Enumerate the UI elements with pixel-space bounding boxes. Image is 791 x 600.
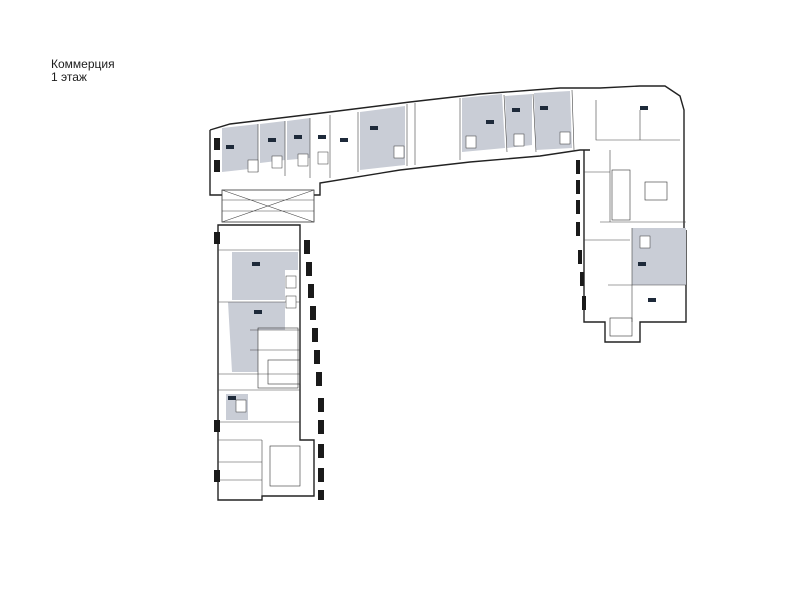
unit-4[interactable] bbox=[360, 106, 405, 170]
unit-tags bbox=[226, 106, 656, 400]
floor-label: 1 этаж bbox=[51, 70, 87, 84]
plan-title: Коммерция 1 этаж bbox=[51, 58, 115, 84]
unit-9[interactable] bbox=[232, 252, 298, 300]
left-wing bbox=[217, 224, 315, 501]
unit-10[interactable] bbox=[228, 302, 285, 372]
columns bbox=[214, 138, 586, 500]
unit-6[interactable] bbox=[505, 94, 532, 148]
top-wing bbox=[209, 85, 685, 230]
bathrooms bbox=[235, 131, 651, 413]
right-wing bbox=[583, 100, 687, 343]
section-title: Коммерция bbox=[51, 57, 115, 71]
